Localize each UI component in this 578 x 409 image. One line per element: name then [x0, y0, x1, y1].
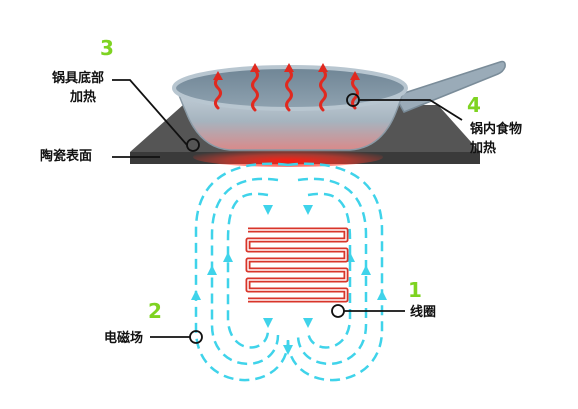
coil-pointer	[331, 304, 345, 318]
label-food-line1: 锅内食物	[470, 121, 522, 137]
label-ceramic-surface: 陶瓷表面	[40, 148, 92, 164]
label-number-1: 1	[408, 278, 422, 302]
pan-handle	[393, 60, 506, 113]
label-food-line2: 加热	[469, 140, 496, 156]
label-number-4: 4	[467, 93, 481, 117]
electromagnetic-field-lines	[194, 162, 384, 382]
coil-highlight	[247, 229, 347, 301]
pan-bottom-leader	[112, 79, 188, 146]
label-number-3: 3	[100, 36, 114, 60]
label-pan-bottom-line1: 锅具底部	[52, 70, 104, 86]
label-coil: 线圈	[410, 304, 436, 320]
field-direction-arrow-icon	[191, 205, 387, 355]
heat-arrowheads	[213, 63, 360, 80]
food-leader	[359, 99, 463, 121]
label-number-2: 2	[148, 299, 162, 323]
heat-glow	[193, 147, 383, 167]
label-pan-bottom-line2: 加热	[69, 89, 96, 105]
wavy-heat-arrow-icon	[214, 68, 359, 112]
label-field: 电磁场	[104, 330, 143, 346]
